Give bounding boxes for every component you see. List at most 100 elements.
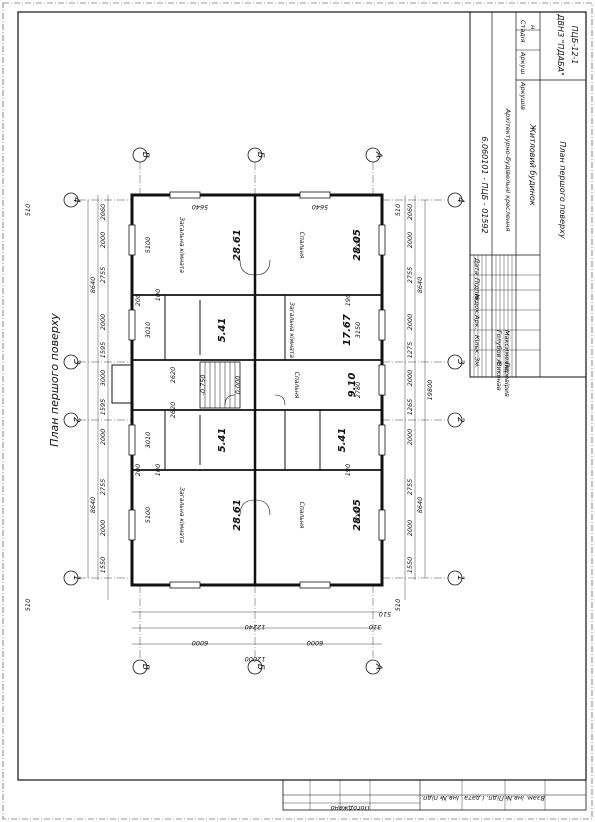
room-area-5: 9.10 <box>347 373 358 398</box>
stage-value: н <box>529 25 537 29</box>
hdr-zm: Зм. <box>473 357 481 368</box>
axis-label-2-left: 2 <box>71 417 81 423</box>
building-name: Житловий будинок <box>528 123 537 206</box>
dim-left-1: 2000 <box>99 232 107 249</box>
vdim-1: 6000 <box>192 639 209 647</box>
room-name-0: Загальна кімната <box>178 217 185 273</box>
axis-label-a-bottom: А <box>373 663 383 670</box>
axis-bubble-2-left <box>63 412 79 428</box>
person-2: Максименко <box>503 330 511 372</box>
room-dim-12: 200 <box>134 294 142 306</box>
dim-left-4: 1595 <box>99 342 107 359</box>
dim-left-7: 2000 <box>99 429 107 446</box>
axis-bubble-3-right <box>447 354 463 370</box>
room-dim-6: 3010 <box>144 322 152 339</box>
room-dim-0: 5100 <box>144 237 152 254</box>
room-dim-16: 100 <box>154 289 162 301</box>
dim-left-8: 2755 <box>99 479 107 496</box>
axis-label-b-bottom: Б <box>255 664 265 670</box>
hdr-kilk: Кільк. <box>473 335 481 355</box>
dim-right-2: 2755 <box>406 267 414 284</box>
room-dim-3: 5000 <box>354 507 362 524</box>
axis-label-a-top: А <box>373 151 383 158</box>
dim-left-3: 2000 <box>99 314 107 331</box>
stage-label: Стадія <box>519 20 527 43</box>
axis-bubble-b-bottom <box>247 659 263 675</box>
dim-left-0: 2060 <box>99 204 107 221</box>
level-0: -0.750 <box>199 375 207 396</box>
axis-label-3-right: 3 <box>455 359 465 365</box>
room-dim-15: 190 <box>344 464 352 476</box>
person-1: Голубов А. <box>495 330 503 366</box>
dim-total-right-2: 8640 <box>416 497 424 514</box>
room-dim-1: 5100 <box>144 507 152 524</box>
room-dim-11: 2620 <box>169 402 177 419</box>
axis-bubble-2-right <box>447 412 463 428</box>
dim-left-5: 3000 <box>99 370 107 387</box>
dim-overall: 19800 <box>426 380 434 401</box>
stamp-cell-2: Підп. і дата <box>464 794 504 802</box>
axis-label-v-bottom: В <box>140 664 150 670</box>
room-area-8: 5.41 <box>337 428 348 453</box>
dim-right-5: 2000 <box>406 370 414 387</box>
room-dim-10: 2620 <box>169 367 177 384</box>
room-dim-8: 3150 <box>354 322 362 339</box>
room-area-0: 28.61 <box>232 229 243 261</box>
dim-left-10: 1550 <box>99 557 107 574</box>
axis-bubble-1-left <box>63 570 79 586</box>
room-area-4: 17.67 <box>342 314 353 346</box>
dimension-lines <box>87 195 426 645</box>
room-dim-14: 190 <box>344 294 352 306</box>
vdim-0: 12240 <box>245 623 266 631</box>
approval-stamp: Інв.№ підп. Підп. і дата Взам. інв.№ Пог… <box>282 779 587 812</box>
axis-label-2-right: 2 <box>455 417 465 423</box>
axis-numbers-right: 4 3 2 1 <box>382 192 465 586</box>
axis-label-4-right: 4 <box>455 197 465 203</box>
dim-left-9: 2000 <box>99 520 107 537</box>
dim-total-right-1: 8640 <box>416 277 424 294</box>
axis-label-1-right: 1 <box>455 575 465 581</box>
dimension-chain-left: 2060 2000 2755 2000 1595 3000 1595 2000 2755 2000… <box>99 204 107 574</box>
dim-right-6: 1265 <box>406 399 414 416</box>
room-area-3: 28.05 <box>352 499 363 531</box>
room-dim-7: 3010 <box>144 432 152 449</box>
axis-letters-top: В Б А <box>132 147 383 195</box>
dim-edge-right-b: 510 <box>394 599 402 611</box>
level-1: 0.000 <box>234 376 242 395</box>
axis-bubble-a-bottom <box>365 659 381 675</box>
hdr-ark: Арк. <box>473 314 481 330</box>
axis-label-1-left: 1 <box>71 575 81 581</box>
vdim-3: 12000 <box>245 655 266 663</box>
sheets-label: Аркушів <box>519 81 527 110</box>
axis-bubble-3-left <box>63 354 79 370</box>
vdim-2: 6000 <box>307 639 324 647</box>
dim-total-left-1: 8640 <box>89 277 97 294</box>
hdr-pidpys: Підпис <box>473 278 481 302</box>
hdr-data: Дата <box>473 257 481 275</box>
dim-left-6: 1595 <box>99 399 107 416</box>
dim-right-7: 2000 <box>406 429 414 446</box>
axis-label-b-top: Б <box>255 152 265 158</box>
doc-code: 6.060101 - ПЦБ - 01592 <box>480 136 489 233</box>
group-code: ПЦБ-12-1 <box>570 26 579 65</box>
axis-bubble-v-bottom <box>132 659 148 675</box>
stamp-cell-1: Інв.№ підп. <box>421 794 459 802</box>
dim-right-3: 2000 <box>406 314 414 331</box>
dim-total-left-2: 8640 <box>89 497 97 514</box>
axis-bubble-4-left <box>63 192 79 208</box>
axis-bubble-b-top <box>247 147 263 163</box>
room-area-7: 5.41 <box>217 428 228 453</box>
stamp-label: Погоджено <box>331 804 370 812</box>
vdim-4: 310 <box>369 623 381 631</box>
dim-left-2: 2755 <box>99 267 107 284</box>
dim-edge-left-b: 510 <box>24 599 32 611</box>
room-area-2: 28.61 <box>232 499 243 531</box>
dim-right-0: 2060 <box>406 204 414 221</box>
room-dim-9: 2780 <box>354 382 362 399</box>
role-1: Виконав <box>495 362 503 391</box>
